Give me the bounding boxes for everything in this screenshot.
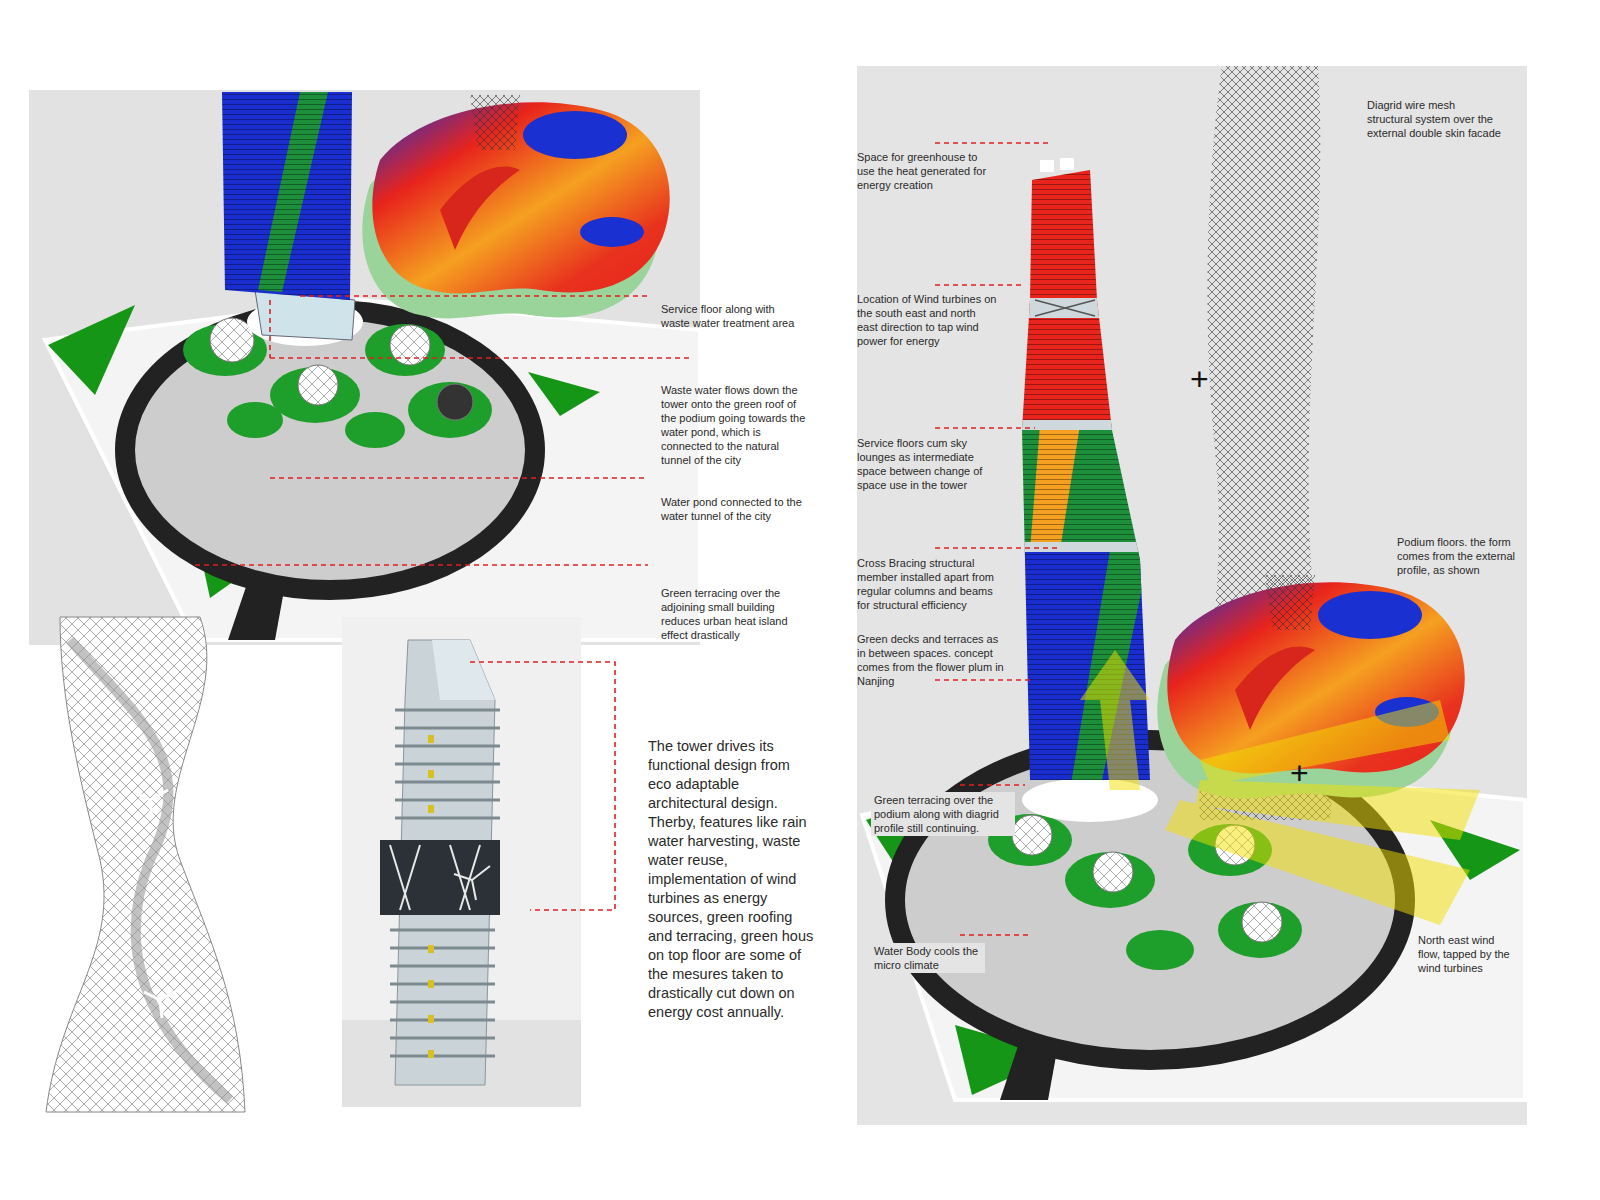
callout-note: Space for greenhouse to use the heat gen…	[857, 150, 997, 192]
callout-note: Service floor along with waste water tre…	[661, 302, 801, 330]
callout-note: Location of Wind turbines on the south e…	[857, 292, 997, 348]
callout-note: Green terracing over the adjoining small…	[661, 586, 801, 642]
plus-sign: +	[1190, 362, 1209, 397]
callout-note: North east wind flow, tapped by the wind…	[1418, 933, 1518, 975]
callout-note: Diagrid wire mesh structural system over…	[1367, 98, 1502, 140]
callout-note: Waste water flows down the tower onto th…	[661, 383, 806, 467]
description-paragraph: The tower drives its functional design f…	[648, 737, 816, 1022]
callout-note: Water Body cools the micro climate	[871, 943, 985, 973]
plus-sign: +	[1290, 756, 1309, 791]
callout-note: Green terracing over the podium along wi…	[871, 792, 1015, 836]
callout-note: Podium floors. the form comes from the e…	[1397, 535, 1522, 577]
callout-note: Service floors cum sky lounges as interm…	[857, 436, 997, 492]
callout-note: Cross Bracing structural member installe…	[857, 556, 997, 612]
callout-note: Green decks and terraces as in between s…	[857, 632, 1007, 688]
callout-note: Water pond connected to the water tunnel…	[661, 495, 816, 523]
